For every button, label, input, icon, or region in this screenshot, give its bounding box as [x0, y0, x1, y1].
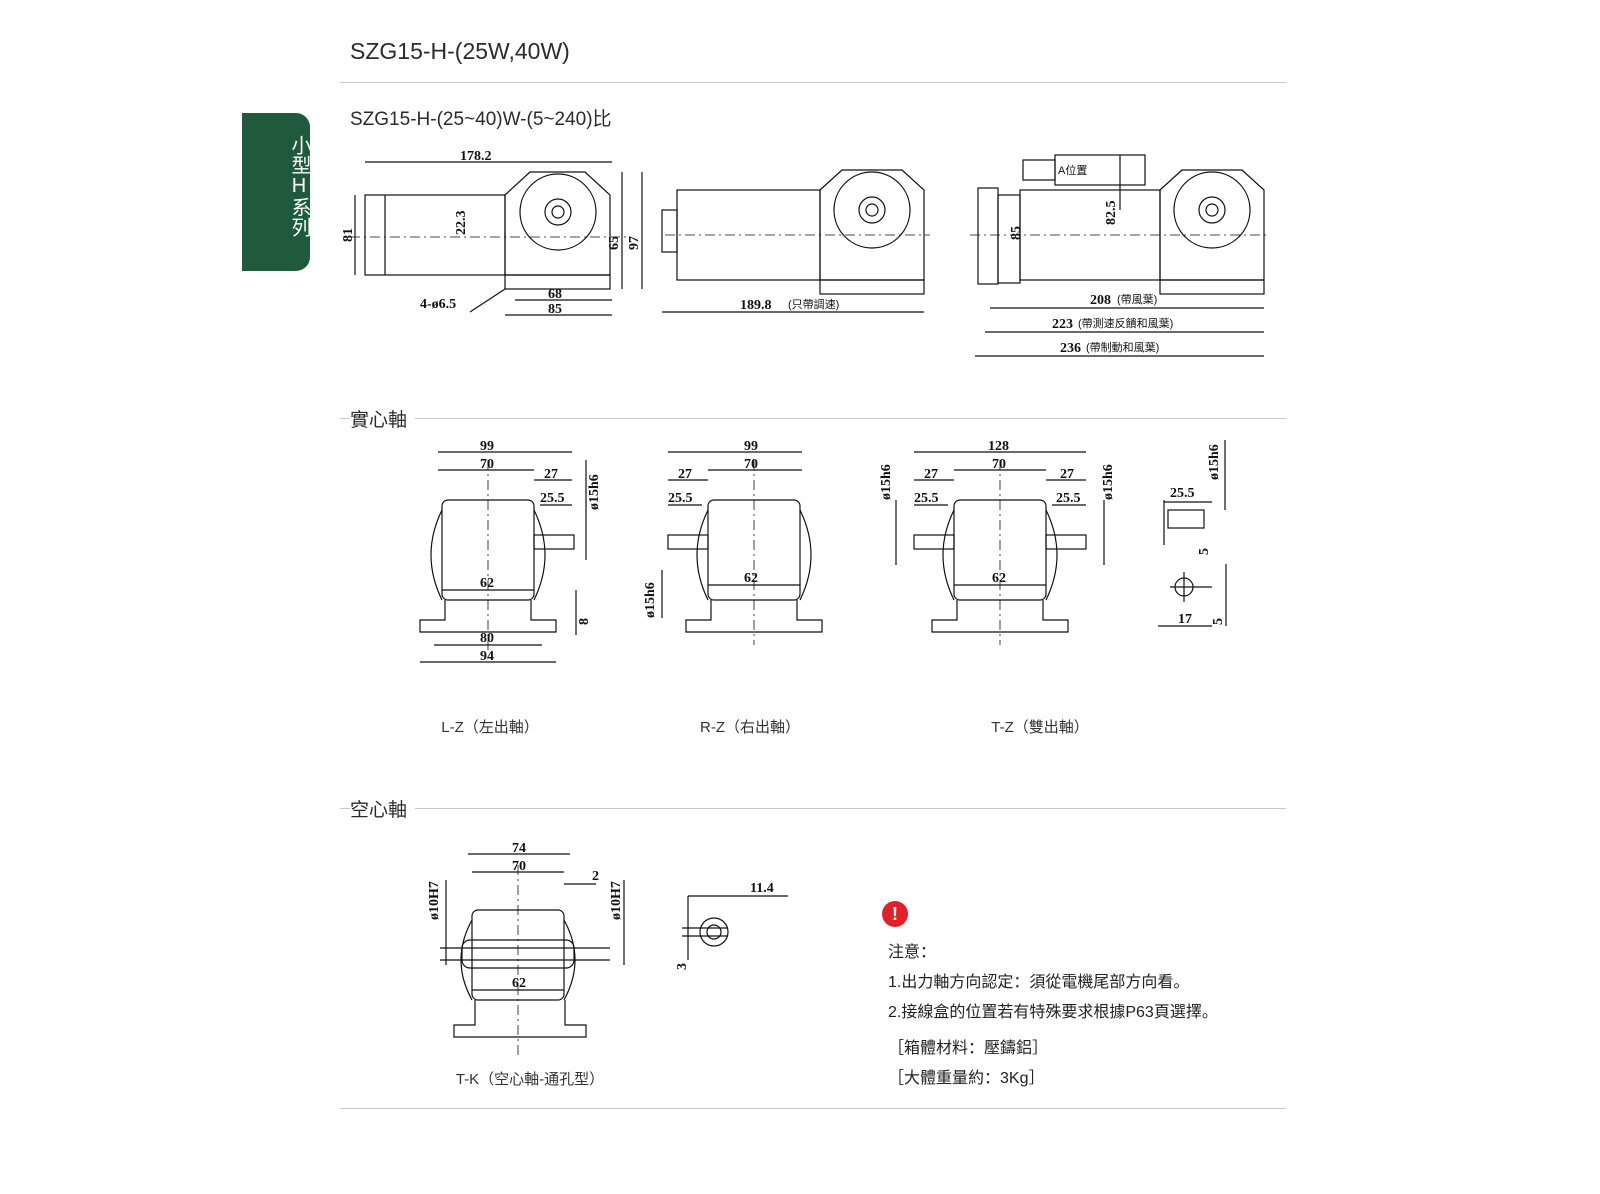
dim-236-note: (帶制動和風葉)	[1086, 340, 1159, 354]
lz-dim-70: 70	[480, 457, 494, 472]
drawing-side-view-3	[970, 154, 1270, 357]
drawing-side-view-2	[661, 169, 930, 313]
page-title: SZG15-H-(25W,40W)	[350, 38, 570, 64]
tz-dim-70: 70	[992, 457, 1006, 472]
tz-dim-62: 62	[992, 571, 1006, 586]
keyway-dim-11-4: 11.4	[750, 881, 774, 896]
tk-dim-62: 62	[512, 976, 526, 991]
lz-dim-94: 94	[480, 649, 494, 664]
lz-dim-d15: ø15h6	[587, 474, 602, 510]
tz-dim-d15a: ø15h6	[879, 464, 894, 500]
hollow-shaft-drawings: 74 70 2 ø10H7 ø10H7 62 11.4 3	[427, 841, 788, 1055]
drawing-lz	[419, 451, 587, 663]
solid-divider	[340, 418, 1286, 419]
rz-dim-25-5: 25.5	[668, 491, 693, 506]
key-dim-17: 17	[1178, 612, 1192, 627]
tk-dim-d10b: ø10H7	[609, 881, 624, 920]
caption-tk: T-K（空心軸-通孔型）	[455, 1071, 605, 1088]
caption-rz: R-Z（右出軸）	[700, 719, 800, 736]
key-dim-25-5: 25.5	[1170, 486, 1195, 501]
drawing-tk	[440, 853, 625, 1055]
key-dim-5a: 5	[1197, 548, 1212, 555]
rz-dim-99: 99	[744, 440, 758, 454]
tz-dim-27b: 27	[1060, 467, 1074, 482]
hollow-shaft-label: 空心軸	[350, 795, 416, 822]
dim-208: 208	[1090, 293, 1111, 308]
rz-dim-d15: ø15h6	[643, 582, 658, 618]
key-dim-d15: ø15h6	[1207, 444, 1222, 480]
rz-dim-27: 27	[678, 467, 692, 482]
dim-85: 85	[548, 302, 562, 317]
note-material: ［箱體材料：壓鑄鋁］	[888, 1040, 1049, 1057]
dim-223-note: (帶測速反饋和風葉)	[1078, 316, 1173, 330]
lz-dim-62: 62	[480, 576, 494, 591]
dim-178: 178.2	[460, 150, 492, 164]
notes-heading: 注意：	[888, 944, 937, 961]
top-drawings: 178.2 81 22.3 65 97 4-ø6.5 68 85 189.8 (…	[341, 150, 1270, 357]
rz-dim-70: 70	[744, 457, 758, 472]
lz-dim-99: 99	[480, 440, 494, 454]
hollow-divider	[340, 808, 1286, 809]
drawing-side-view-1	[350, 161, 643, 316]
tz-dim-25-5a: 25.5	[914, 491, 939, 506]
lz-dim-8: 8	[577, 618, 592, 625]
dim-65: 65	[607, 236, 622, 250]
caption-lz: L-Z（左出軸）	[441, 719, 539, 736]
key-dim-5b: 5	[1211, 618, 1226, 625]
drawing-tz	[895, 451, 1105, 645]
drawing-rz	[661, 451, 823, 645]
dim-68: 68	[548, 287, 562, 302]
note-line-1: 1.出力軸方向認定：須從電機尾部方向看。	[888, 974, 1190, 991]
dim-223: 223	[1052, 317, 1073, 332]
dim-208-note: (帶風葉)	[1117, 292, 1157, 306]
tk-dim-74: 74	[512, 841, 526, 856]
drawing-keyway	[682, 895, 788, 960]
side-tab-label: 小型H系列	[288, 135, 310, 237]
a-position-label: A位置	[1058, 163, 1087, 177]
keyway-dim-3: 3	[675, 963, 690, 970]
lz-dim-27: 27	[544, 467, 558, 482]
note-line-2: 2.接線盒的位置若有特殊要求根據P63頁選擇。	[888, 1004, 1218, 1021]
dim-236: 236	[1060, 341, 1081, 356]
rz-dim-62: 62	[744, 571, 758, 586]
note-weight: ［大體重量約：3Kg］	[888, 1070, 1045, 1087]
title-divider	[340, 82, 1286, 83]
dim-189: 189.8	[740, 298, 772, 313]
lz-dim-25-5: 25.5	[540, 491, 565, 506]
lz-dim-80: 80	[480, 631, 494, 646]
solid-shaft-label: 實心軸	[350, 405, 416, 432]
dim-82-5: 82.5	[1104, 201, 1119, 226]
tk-dim-d10a: ø10H7	[427, 881, 442, 920]
dim-holes: 4-ø6.5	[420, 297, 456, 312]
side-tab[interactable]: 小型H系列	[242, 113, 310, 271]
solid-shaft-drawings: 99 70 27 25.5 ø15h6 62 8 80 94 99 70 27 …	[419, 440, 1227, 664]
tk-dim-2: 2	[592, 869, 599, 884]
dim-189-note: (只帶調速)	[788, 297, 839, 311]
tk-dim-70: 70	[512, 859, 526, 874]
dim-85-v: 85	[1009, 226, 1024, 240]
alert-icon: !	[882, 901, 908, 927]
tz-dim-25-5b: 25.5	[1056, 491, 1081, 506]
tz-dim-27a: 27	[924, 467, 938, 482]
model-subtitle: SZG15-H-(25~40)W-(5~240)比	[350, 109, 612, 130]
tz-dim-128: 128	[988, 440, 1009, 454]
caption-tz: T-Z（雙出軸）	[991, 719, 1089, 736]
drawing-key-detail	[1158, 440, 1227, 627]
dim-81: 81	[341, 228, 356, 242]
tz-dim-d15b: ø15h6	[1101, 464, 1116, 500]
bottom-divider	[340, 1108, 1286, 1109]
dim-97: 97	[627, 236, 642, 250]
dim-22-3: 22.3	[454, 211, 469, 236]
